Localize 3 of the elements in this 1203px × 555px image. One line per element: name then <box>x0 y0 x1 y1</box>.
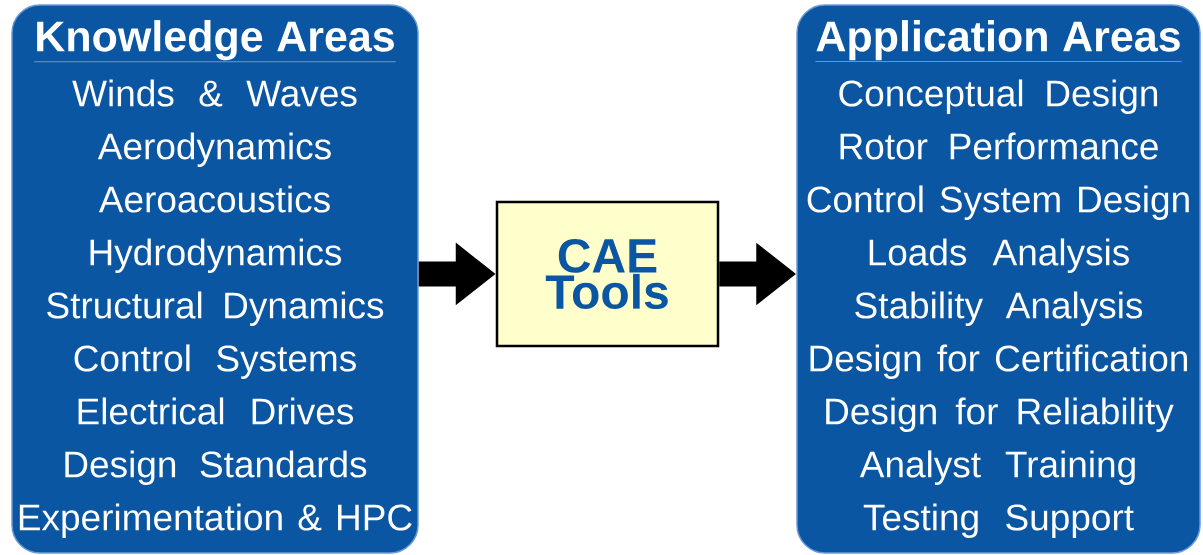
process-box: CAE Tools <box>495 200 720 348</box>
list-panel: Knowledge Areas Winds & Waves Aerodynamics Aeroacoustics Hydrodynamics Structural Dynamics Control Systems Electrical Drives Design Standards Experimentation & HPC <box>11 4 419 554</box>
list-panel: Application Areas Conceptual Design Rotor Performance Control System Design Loads Analysis Stability Analysis Design for Certification Design for Reliability Analyst Training Testing Support <box>796 4 1201 554</box>
